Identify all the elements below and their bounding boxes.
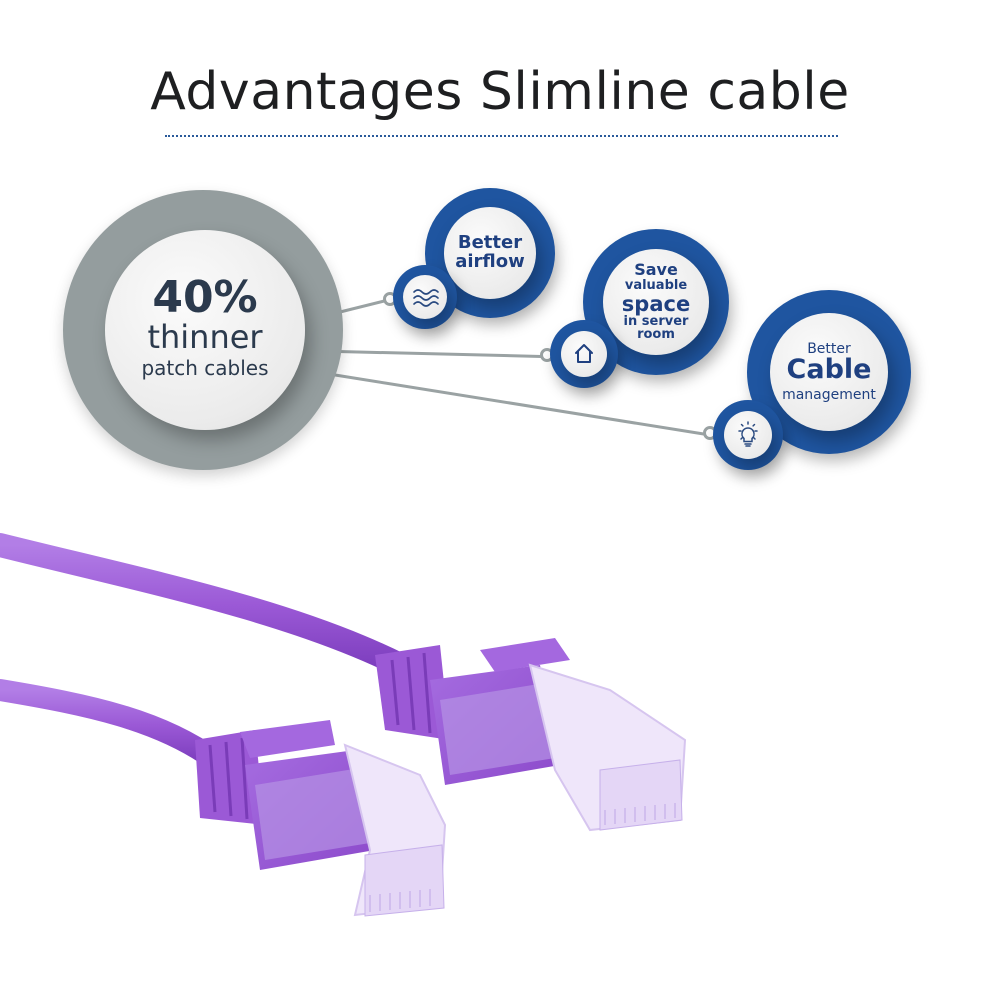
rj45-connector-back — [375, 638, 687, 832]
benefit-airflow-line1: Better — [457, 232, 523, 254]
benefit-space-label: Save valuable space in server room — [603, 249, 709, 355]
benefit-cable-line2: Cable — [786, 354, 872, 386]
benefit-space-line5: room — [637, 327, 675, 343]
connector-line-space — [337, 350, 546, 359]
main-stat-value: 40% — [152, 271, 258, 323]
house-icon — [561, 331, 607, 377]
lightbulb-icon — [724, 411, 772, 459]
purple-patch-cable-image — [0, 533, 687, 917]
waves-icon — [403, 275, 447, 319]
connector-line-cable — [331, 373, 706, 436]
page-title: Advantages Slimline cable — [150, 62, 850, 122]
benefit-airflow-label: Better airflow — [444, 207, 536, 299]
main-stat-line2: patch cables — [141, 356, 269, 381]
benefit-cable-line3: management — [782, 386, 876, 403]
title-divider — [165, 135, 838, 137]
benefit-space-line4: in server — [623, 313, 689, 329]
benefit-space-line3: space — [621, 291, 691, 316]
benefit-space-line1: Save — [634, 260, 678, 280]
rj45-connector-front — [195, 720, 447, 917]
main-stat-circle: 40% thinner patch cables — [105, 230, 305, 430]
main-stat-line1: thinner — [147, 317, 263, 356]
benefit-space-line2: valuable — [624, 277, 688, 293]
benefit-cable-label: Better Cable management — [770, 313, 888, 431]
benefit-airflow-line2: airflow — [455, 251, 525, 272]
benefit-cable-line1: Better — [807, 340, 851, 357]
